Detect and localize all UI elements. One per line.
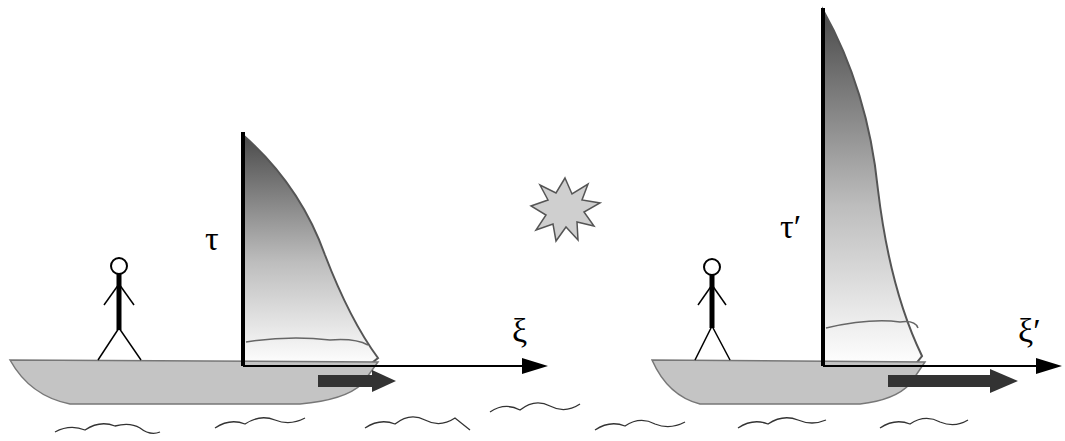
velocity-arrowhead (990, 369, 1018, 393)
axis-arrowhead (1036, 358, 1062, 374)
axis (823, 365, 1042, 367)
mast (241, 132, 245, 366)
velocity-arrow (888, 375, 992, 387)
space-axis-label: ξ′ (1018, 314, 1041, 348)
velocity-arrowhead (372, 370, 396, 392)
time-axis-label: τ′ (780, 210, 801, 244)
sail-panel (246, 338, 368, 345)
time-axis-label: τ (205, 222, 219, 256)
mast (821, 8, 825, 366)
sail-panel (826, 321, 918, 328)
person (695, 259, 730, 360)
person (98, 258, 141, 360)
space-axis-label: ξ (512, 314, 527, 348)
sail (823, 10, 922, 366)
axis (243, 365, 530, 367)
sail (243, 135, 378, 366)
waves (55, 403, 968, 434)
velocity-arrow (318, 375, 374, 387)
axis-arrowhead (522, 358, 548, 374)
explosion-flash (531, 178, 600, 241)
